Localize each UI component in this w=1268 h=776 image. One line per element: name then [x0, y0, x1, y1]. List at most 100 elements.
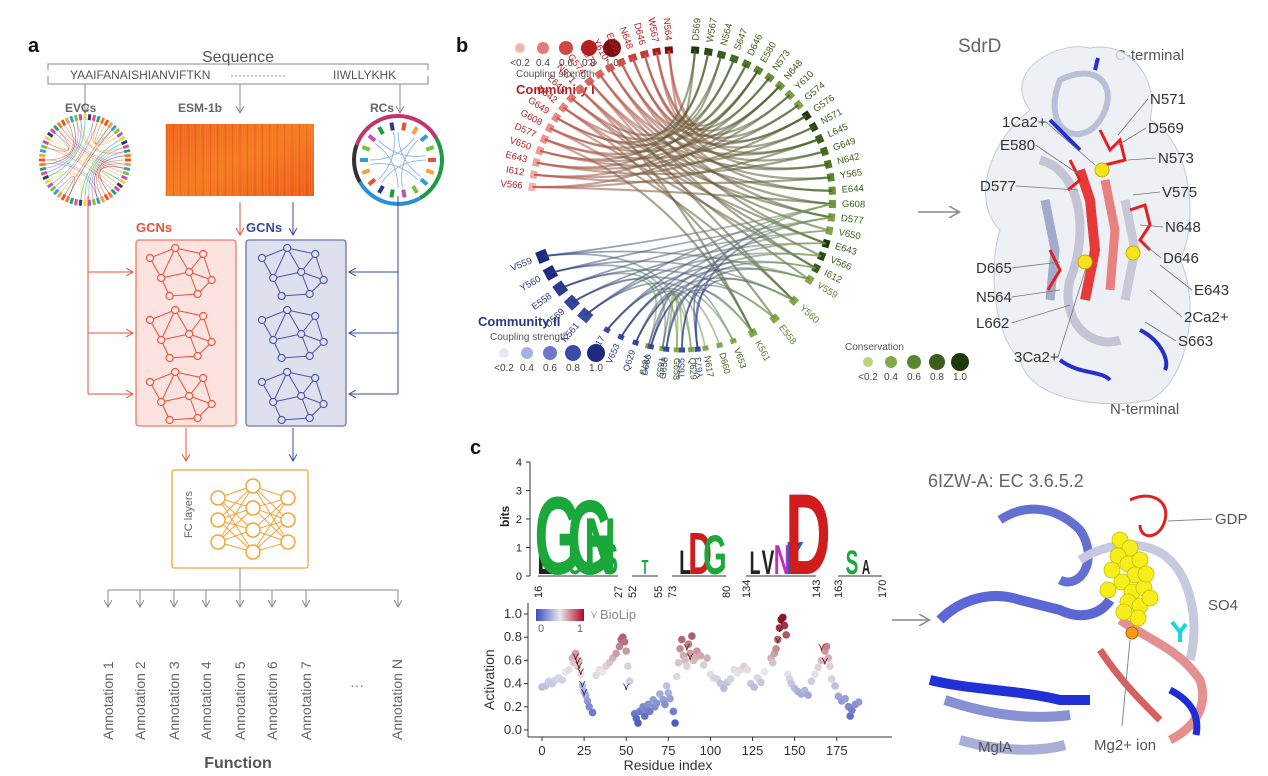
gcn-edge: [314, 315, 325, 343]
legend-tick-label: 0.8: [582, 58, 596, 69]
gcn-edge: [161, 271, 190, 279]
activation-point: [824, 654, 833, 662]
activation-point: [699, 661, 708, 669]
gcn-edge: [281, 355, 310, 359]
activation-point: [688, 632, 696, 640]
activation-point: [634, 719, 642, 727]
evcs-arc-segment: [120, 174, 128, 181]
activation-point: [573, 662, 582, 670]
green-residue-block: [819, 146, 830, 157]
coupling-ribbon-blue: [550, 216, 832, 274]
green-residue-label: N617: [702, 355, 715, 378]
calcium-ion-3: [1077, 254, 1093, 270]
evcs-arc-segment: [78, 114, 83, 121]
activation-point: [662, 682, 671, 690]
gcn-edge: [287, 247, 316, 255]
evcs-arc-segment: [99, 195, 106, 203]
coupling-ribbon-blue: [694, 277, 794, 350]
evcs-arc-segment: [95, 115, 101, 123]
sequence-label: Sequence: [202, 49, 274, 66]
rcs-tick: [389, 189, 395, 198]
red-residue-label: I612: [505, 165, 525, 179]
legend-tick-label: 0.4: [520, 363, 534, 374]
calcium-ion-1: [1094, 162, 1110, 178]
rcs-link: [377, 132, 395, 181]
biolip-marker: ⋎: [775, 623, 783, 635]
legend-swatch: [863, 357, 873, 367]
evcs-arc-segment: [49, 128, 57, 135]
fc-node: [245, 500, 261, 516]
logo-end-label: 143: [811, 580, 823, 598]
gdp-atom: [1099, 581, 1117, 599]
rcs-arc: [418, 137, 444, 200]
rcs-label: RCs: [370, 101, 394, 115]
fc-node: [245, 544, 261, 560]
fc-node: [245, 478, 261, 494]
green-residue-block: [821, 238, 831, 249]
activation-point: [686, 649, 695, 658]
red-residue-block: [550, 112, 562, 123]
evcs-link: [45, 163, 98, 199]
gcn-node: [193, 351, 202, 361]
activation-point: [757, 678, 765, 687]
evcs-arc-segment: [107, 191, 114, 199]
gcn-node: [171, 243, 180, 253]
activation-point: [782, 631, 791, 639]
evcs-arc-segment: [73, 198, 79, 206]
rcs-tick: [425, 168, 435, 175]
evcs-link: [80, 139, 120, 200]
activation-point: [807, 677, 816, 686]
gcn-node: [269, 397, 278, 407]
gdp-leader: [1167, 518, 1213, 522]
legend-tick-label: <0.2: [858, 372, 878, 383]
evcs-link: [93, 121, 115, 145]
activation-colorbar: [536, 609, 584, 621]
evcs-arc-segment: [124, 153, 131, 158]
red-residue-label: V566: [500, 179, 523, 192]
gcn-edge: [175, 371, 204, 379]
red-residue-block: [639, 49, 650, 59]
sdrd-leader-line: [1117, 98, 1149, 136]
gcn-node: [145, 253, 155, 263]
evcs-arc-segment: [60, 119, 67, 127]
coupling-ribbon-blue: [542, 253, 693, 350]
evcs-arc-segment: [44, 178, 52, 185]
evcs-label: EVCs: [65, 101, 97, 115]
legend-swatch: [521, 347, 533, 359]
coupling-ribbon-red: [544, 138, 754, 333]
sdrd-leader-line: [1144, 244, 1162, 259]
sdrd-residue-label: D665: [976, 260, 1012, 277]
red-residue-block: [535, 145, 545, 156]
activation-point: [760, 668, 769, 676]
sdrd-sidechains-4: [1046, 249, 1062, 291]
red-residue-block: [529, 170, 538, 180]
x-tick-label: 150: [784, 743, 806, 758]
gcn-edge: [149, 247, 176, 259]
annotation-label: Annotation 4: [198, 661, 214, 740]
logo-glyph: G: [703, 526, 727, 587]
green-residue-label: V653: [732, 347, 749, 370]
gcn-node: [171, 367, 180, 377]
x-tick-label: 0: [538, 743, 545, 758]
rcs-link: [369, 137, 415, 161]
sdrd-leader-line: [1057, 267, 1087, 358]
green-residue-label: W567: [705, 17, 720, 43]
sdrd-residue-label: D569: [1148, 120, 1184, 137]
evcs-arc-segment: [107, 121, 114, 129]
coupling-ribbon-red: [534, 173, 831, 185]
gcn-node: [277, 291, 286, 301]
biolip-marker: ⋎: [774, 635, 782, 647]
biolip-markers: ⋎⋎⋎⋎⋎⋎⋎⋎⋎⋎⋎⋎⋎⋎⋎: [572, 612, 829, 698]
rcs-link: [381, 159, 427, 183]
rcs-arc: [352, 144, 362, 183]
green-residue-block: [808, 121, 819, 133]
gcn-node: [257, 315, 267, 325]
activation-point: [598, 668, 607, 676]
evcs-arc-segment: [123, 148, 131, 154]
evcs-link: [76, 120, 125, 154]
logo-end-label: 80: [721, 586, 733, 598]
sdrd-residue-label: S663: [1178, 333, 1213, 350]
6izw-strand-blue-2: [943, 695, 1071, 722]
red-residue-block: [584, 76, 595, 87]
